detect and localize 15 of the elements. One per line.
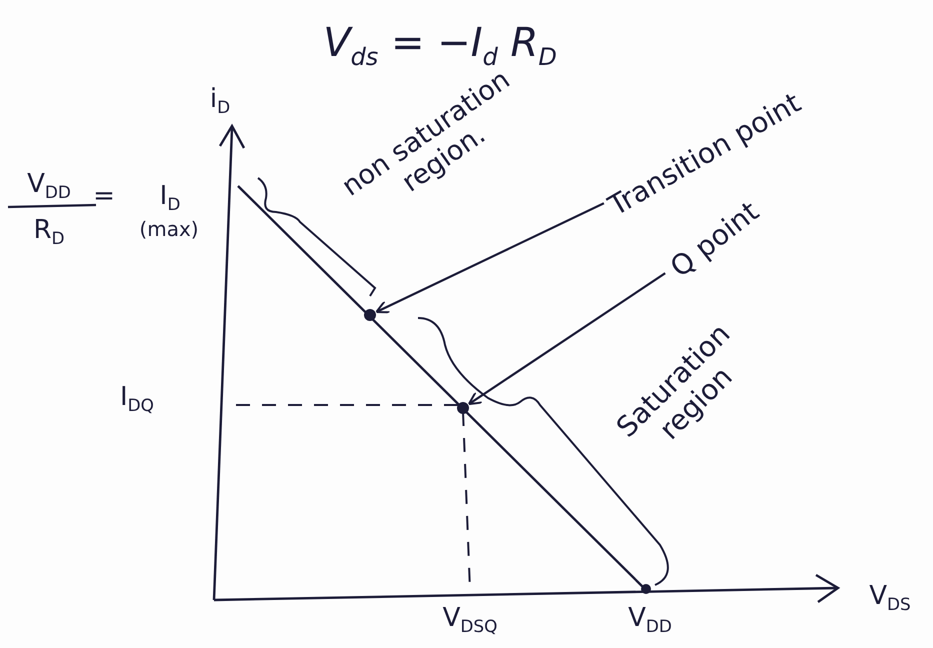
equation-title: V$_{ds}$ = −I$_{d}$ R$_{D}$ [322, 20, 558, 71]
axis-label: V$_{DD}$ [627, 604, 673, 637]
axis-label: I$_{D}$ [158, 182, 182, 215]
axis-label: R$_{D}$ [32, 216, 66, 249]
axis-label: I$_{DQ}$ [119, 383, 155, 416]
axis-label: V$_{DSQ}$ [442, 604, 498, 637]
point-marker [364, 309, 376, 321]
axis-label: V$_{DD}$ [26, 170, 72, 203]
axis-label: V$_{DS}$ [868, 582, 912, 615]
arrow [375, 202, 604, 314]
arrow [468, 272, 666, 406]
axis-label: i$_{D}$ [208, 85, 232, 118]
axis-label: (max) [138, 218, 200, 241]
point-marker [457, 402, 469, 414]
axis-label: = [92, 182, 116, 212]
